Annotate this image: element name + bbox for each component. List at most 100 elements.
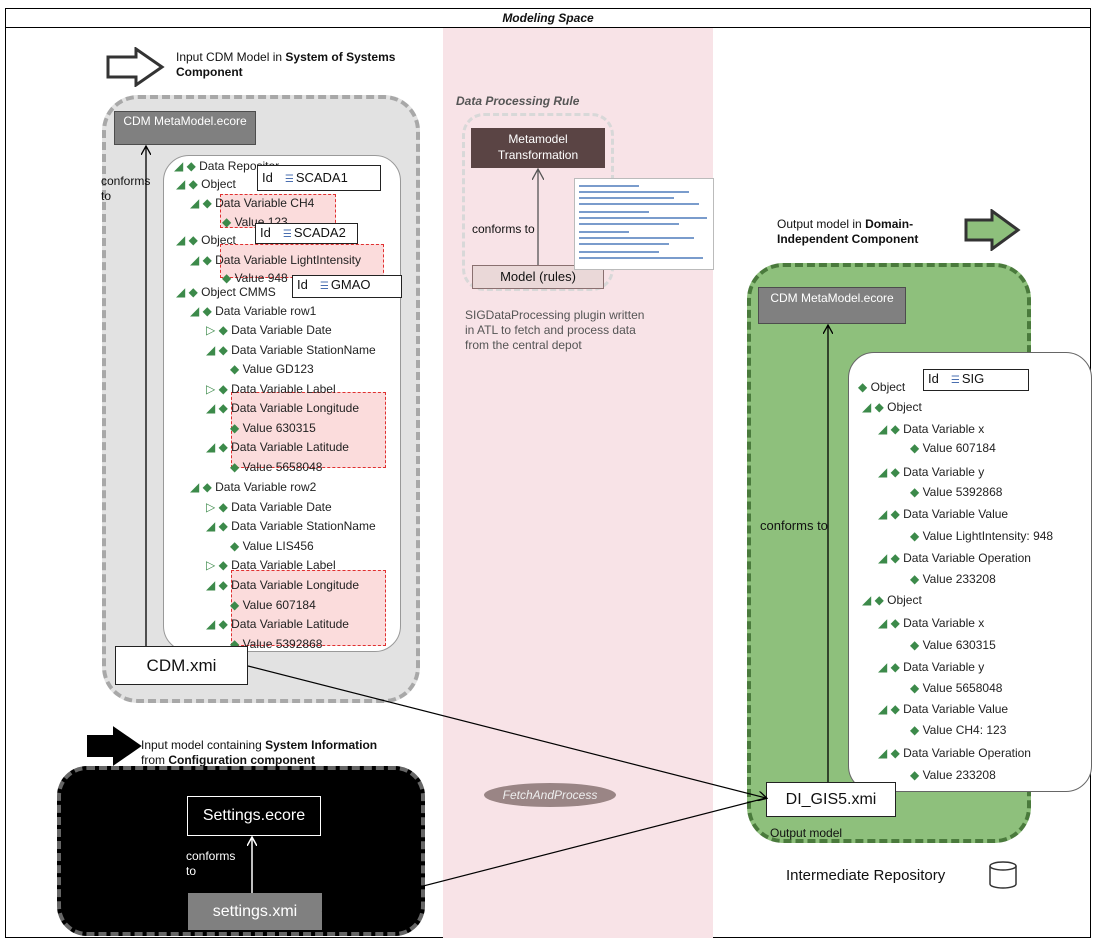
tree-node-icon: ◆ <box>230 539 243 553</box>
tree-node-icon: ◆ <box>222 215 235 229</box>
tree-node-icon: ◆ <box>910 638 923 652</box>
cdm-tree-item[interactable]: ◆ Value 5392868 <box>230 637 322 651</box>
output-id-badge: Id☰SIG <box>923 369 1029 391</box>
output-tree-item[interactable]: ◢ ◆ Data Variable y <box>878 660 984 674</box>
tree-node-icon: ◢ ◆ <box>176 233 202 247</box>
tree-node-label: Data Variable Latitude <box>231 440 349 454</box>
tree-node-icon: ◢ ◆ <box>176 285 202 299</box>
cdm-tree-item[interactable]: ◢ ◆ Data Variable row2 <box>190 480 316 494</box>
output-arrow-icon <box>964 209 1021 251</box>
tree-node-label: Value 233208 <box>922 572 996 586</box>
tree-node-icon: ◆ <box>230 421 243 435</box>
tree-node-icon: ◢ ◆ <box>206 578 232 592</box>
tree-node-icon: ◢ ◆ <box>878 465 904 479</box>
output-tree-item[interactable]: ◆ Value 5392868 <box>910 485 1002 499</box>
output-tree-item[interactable]: ◢ ◆ Data Variable y <box>878 465 984 479</box>
tree-node-icon: ◆ <box>222 271 235 285</box>
tree-node-icon: ▷ ◆ <box>206 558 232 572</box>
tree-node-label: Data Variable y <box>903 465 985 479</box>
tree-node-icon: ◢ ◆ <box>862 400 888 414</box>
output-tree-item[interactable]: ◢ ◆ Data Variable x <box>878 422 984 436</box>
tree-node-label: Object <box>870 380 906 394</box>
tree-node-label: Value 5658048 <box>242 460 323 474</box>
highlight-row2-coords <box>231 570 386 646</box>
output-tree-item[interactable]: ◢ ◆ Object <box>862 400 922 414</box>
settings-xmi-box[interactable]: settings.xmi <box>188 893 322 930</box>
cdm-tree-item[interactable]: ◢ ◆ Data Variable Latitude <box>206 617 349 631</box>
cdm-tree-item[interactable]: ◆ Value GD123 <box>230 362 314 376</box>
tree-node-label: Object <box>887 400 922 414</box>
cdm-tree-item[interactable]: ◢ ◆ Data Variable Longitude <box>206 401 359 415</box>
tree-node-icon: ◆ <box>910 441 923 455</box>
tree-node-icon: ◢ ◆ <box>206 343 232 357</box>
output-tree-item[interactable]: ◆ Object <box>858 380 905 394</box>
config-arrow-icon <box>87 726 142 766</box>
cdm-tree-item[interactable]: ◆ Value LIS456 <box>230 539 314 553</box>
tree-node-label: Data Variable Value <box>903 507 1009 521</box>
tree-node-icon: ◆ <box>910 485 923 499</box>
cdm-tree-item[interactable]: ◢ ◆ Data Variable Latitude <box>206 440 349 454</box>
output-metamodel-box[interactable]: CDM MetaModel.ecore <box>758 287 906 324</box>
tree-node-label: Data Variable Longitude <box>231 578 359 592</box>
cdm-tree-item[interactable]: ▷ ◆ Data Variable Date <box>206 500 332 514</box>
tree-node-label: Value 233208 <box>922 768 996 782</box>
cdm-tree-item[interactable]: ◆ Value 630315 <box>230 421 316 435</box>
cdm-tree-item[interactable]: ◢ ◆ Object <box>176 177 236 191</box>
output-tree-item[interactable]: ◆ Value 5658048 <box>910 681 1002 695</box>
output-tree-item[interactable]: ◢ ◆ Data Variable Operation <box>878 746 1031 760</box>
cdm-tree-item[interactable]: ◢ ◆ Data Variable StationName <box>206 519 376 533</box>
rule-title: Data Processing Rule <box>456 94 580 108</box>
tree-node-icon: ◆ <box>910 723 923 737</box>
output-tree-item[interactable]: ◆ Value 607184 <box>910 441 996 455</box>
output-tree-item[interactable]: ◢ ◆ Data Variable x <box>878 616 984 630</box>
tree-node-label: Data Variable y <box>903 660 985 674</box>
cdm-tree-item[interactable]: ▷ ◆ Data Variable Label <box>206 382 336 396</box>
output-conforms-label: conforms to <box>760 518 828 533</box>
cdm-tree-item[interactable]: ◢ ◆ Object CMMS <box>176 285 276 299</box>
cdm-tree-item[interactable]: ◢ ◆ Data Variable StationName <box>206 343 376 357</box>
output-tree-item[interactable]: ◢ ◆ Data Variable Value <box>878 507 1008 521</box>
cdm-tree-item[interactable]: ◢ ◆ Data Variable row1 <box>190 304 316 318</box>
tree-node-label: Data Variable x <box>903 616 985 630</box>
tree-node-label: Value LightIntensity: 948 <box>922 529 1054 543</box>
tree-node-icon: ◆ <box>230 598 243 612</box>
cdm-tree-item[interactable]: ◢ ◆ Data Variable CH4 <box>190 196 314 210</box>
output-tree-item[interactable]: ◢ ◆ Data Variable Operation <box>878 551 1031 565</box>
tree-node-label: Data Variable CH4 <box>215 196 315 210</box>
metamodel-transformation-box[interactable]: Metamodel Transformation <box>471 128 605 168</box>
cdm-tree-item[interactable]: ▷ ◆ Data Variable Date <box>206 323 332 337</box>
cdm-tree-item[interactable]: ◆ Value 948 <box>222 271 288 285</box>
cdm-tree-item[interactable]: ◢ ◆ Data Variable LightIntensity <box>190 253 361 267</box>
output-label: Output model in Domain-Independent Compo… <box>777 217 919 246</box>
output-tree-item[interactable]: ◢ ◆ Object <box>862 593 922 607</box>
fetch-and-process-transformation[interactable]: FetchAndProcess <box>484 783 616 807</box>
cdm-tree-item[interactable]: ◆ Value 607184 <box>230 598 316 612</box>
cdm-xmi-box[interactable]: CDM.xmi <box>115 646 248 685</box>
cdm-id-badge-3: Id☰GMAO <box>292 275 402 298</box>
cdm-tree-item[interactable]: ◆ Value 5658048 <box>230 460 322 474</box>
tree-node-label: Data Variable Date <box>231 500 332 514</box>
tree-node-icon: ◆ <box>910 768 923 782</box>
output-tree-item[interactable]: ◆ Value 630315 <box>910 638 996 652</box>
di-gis5-xmi-box[interactable]: DI_GIS5.xmi <box>766 782 896 817</box>
cdm-tree-item[interactable]: ▷ ◆ Data Variable Label <box>206 558 336 572</box>
intermediate-repository-label: Intermediate Repository <box>786 867 946 884</box>
config-label: Input model containing System Informatio… <box>141 738 378 767</box>
cdm-tree-item[interactable]: ◢ ◆ Object <box>176 233 236 247</box>
tree-node-icon: ◢ ◆ <box>878 746 904 760</box>
tree-node-label: Object <box>887 593 922 607</box>
output-tree-item[interactable]: ◆ Value LightIntensity: 948 <box>910 529 1053 543</box>
settings-ecore-box[interactable]: Settings.ecore <box>187 796 321 836</box>
tree-node-icon: ◢ ◆ <box>878 422 904 436</box>
input-cdm-arrow-icon <box>106 47 165 87</box>
tree-node-label: Data Variable row2 <box>215 480 317 494</box>
tree-node-label: Value 630315 <box>922 638 996 652</box>
cdm-metamodel-box[interactable]: CDM MetaModel.ecore <box>114 111 256 145</box>
output-tree-item[interactable]: ◢ ◆ Data Variable Value <box>878 702 1008 716</box>
output-tree-item[interactable]: ◆ Value 233208 <box>910 572 996 586</box>
output-tree-item[interactable]: ◆ Value 233208 <box>910 768 996 782</box>
tree-node-label: Value 607184 <box>922 441 996 455</box>
output-tree-item[interactable]: ◆ Value CH4: 123 <box>910 723 1006 737</box>
tree-node-icon: ▷ ◆ <box>206 382 232 396</box>
cdm-tree-item[interactable]: ◢ ◆ Data Variable Longitude <box>206 578 359 592</box>
